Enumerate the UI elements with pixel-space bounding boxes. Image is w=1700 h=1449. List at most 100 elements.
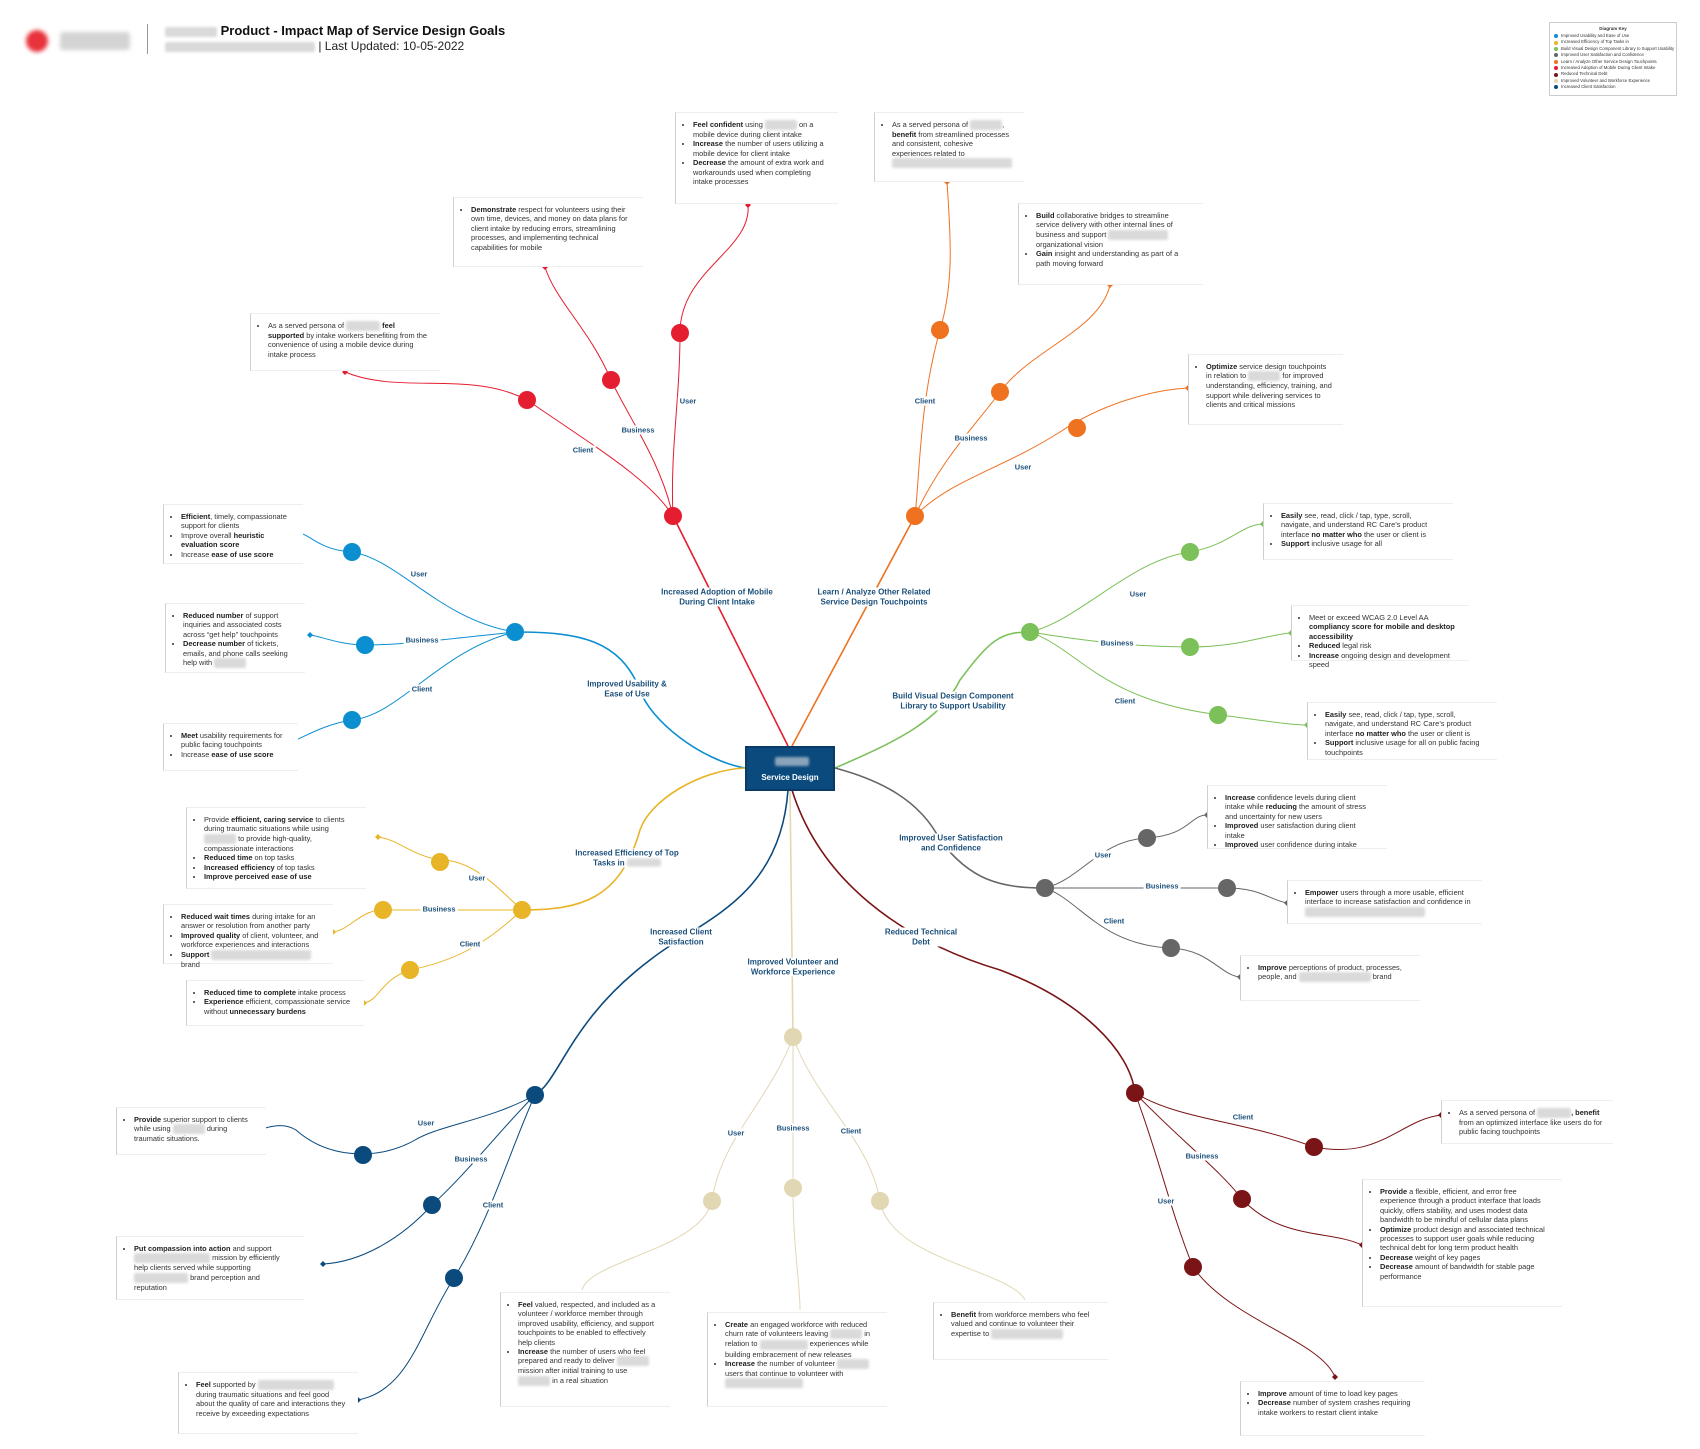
sub-line-library-user [1029,523,1264,633]
node-usability[interactable] [506,623,524,641]
sub-label-library-user: User [1127,589,1149,599]
sub-label-satisfaction-client: Client [1101,916,1127,926]
legend-label: Learn / Analyze Other Service Design Tou… [1561,58,1657,64]
legend-label: Build Visual Design Component Library to… [1561,45,1675,51]
node-learn-client[interactable] [931,321,949,339]
goal-box-clientsat-client: Feel supported by during traumatic situa… [178,1372,358,1434]
sub-label-mobile-user: User [677,396,699,406]
sub-line-efficiency-user [377,836,523,911]
sub-line-satisfaction-user [1044,814,1208,889]
node-satisfaction-user[interactable] [1138,829,1156,847]
tip-usability-business [307,632,313,638]
page-title: Product - Impact Map of Service Design G… [165,23,505,38]
legend-label: Increased Adoption of Mobile During Clie… [1561,65,1656,71]
node-efficiency[interactable] [513,901,531,919]
node-efficiency-business[interactable] [374,901,392,919]
node-learn-user[interactable] [1068,419,1086,437]
goal-box-usability-client: Meet usability requirements for public f… [163,723,298,771]
node-library-client[interactable] [1209,706,1227,724]
diagram-key-item: Increased Efficiency of Top Tasks in [1554,39,1672,45]
node-library-user[interactable] [1181,543,1199,561]
node-usability-client[interactable] [343,711,361,729]
sub-label-techdebt-client: Client [1230,1112,1256,1122]
goal-box-satisfaction-business: Empower users through a more usable, eff… [1287,880,1482,924]
sub-label-volunteer-client: Client [838,1126,864,1136]
node-satisfaction-client[interactable] [1162,939,1180,957]
company-name-redacted [60,32,130,50]
diagram-key-title: Diagram Key [1599,26,1627,31]
goal-box-satisfaction-user: Increase confidence levels during client… [1207,785,1387,849]
node-volunteer[interactable] [784,1028,802,1046]
company-logo [26,30,48,52]
sub-label-usability-client: Client [409,684,435,694]
goal-box-techdebt-business: Provide a flexible, efficient, and error… [1362,1179,1562,1307]
sub-line-volunteer-user [581,1036,794,1291]
diagram-key: Diagram Key Improved Usability and Ease … [1549,22,1677,96]
goal-box-library-client: Easily see, read, click / tap, type, scr… [1307,702,1497,760]
node-client-satisfaction[interactable] [526,1086,544,1104]
node-techdebt[interactable] [1126,1084,1144,1102]
legend-label: Increased Client Satisfaction [1561,84,1616,90]
tip-clientsat-business [320,1261,326,1267]
sub-label-clientsat-user: User [415,1118,437,1128]
legend-color-dot [1554,79,1558,84]
node-techdebt-business[interactable] [1233,1190,1251,1208]
legend-color-dot [1554,59,1558,64]
legend-label: Improved User Satisfaction and Confidenc… [1561,52,1644,58]
legend-color-dot [1554,40,1558,45]
sub-label-mobile-client: Client [570,445,596,455]
legend-color-dot [1554,85,1558,90]
sub-label-volunteer-business: Business [774,1123,812,1133]
diagram-key-item: Improved User Satisfaction and Confidenc… [1554,52,1672,58]
node-mobile-client[interactable] [518,391,536,409]
sub-label-usability-user: User [408,569,430,579]
goal-box-usability-user: Efficient, timely, compassionate support… [163,504,303,564]
sub-line-library-client [1029,631,1308,726]
goal-box-library-business: Meet or exceed WCAG 2.0 Level AA complia… [1291,605,1469,669]
diagram-key-item: Increased Adoption of Mobile During Clie… [1554,65,1672,71]
node-library[interactable] [1021,623,1039,641]
node-volunteer-client[interactable] [871,1192,889,1210]
sub-line-volunteer-client [792,1036,1026,1301]
node-mobile-business[interactable] [602,371,620,389]
node-learn[interactable] [906,507,924,525]
node-efficiency-user[interactable] [431,853,449,871]
node-techdebt-client[interactable] [1305,1138,1323,1156]
node-satisfaction-business[interactable] [1218,879,1236,897]
sub-line-volunteer-business [792,1037,801,1311]
node-mobile[interactable] [664,507,682,525]
branch-line-satisfaction [834,767,1046,889]
sub-label-usability-business: Business [403,635,441,645]
node-mobile-user[interactable] [671,324,689,342]
sub-line-mobile-user [671,204,749,517]
sub-label-volunteer-user: User [725,1128,747,1138]
node-clientsat-client[interactable] [445,1269,463,1287]
node-satisfaction[interactable] [1036,879,1054,897]
center-node-service-design[interactable]: Service Design [745,746,835,791]
node-volunteer-user[interactable] [703,1192,721,1210]
goal-box-library-user: Easily see, read, click / tap, type, scr… [1263,503,1453,560]
node-usability-business[interactable] [356,636,374,654]
sub-label-library-business: Business [1098,638,1136,648]
node-usability-user[interactable] [343,543,361,561]
node-clientsat-business[interactable] [423,1196,441,1214]
goal-box-efficiency-business: Reduced wait times during intake for an … [163,904,333,969]
node-techdebt-user[interactable] [1184,1258,1202,1276]
sub-line-clientsat-user [249,1094,536,1155]
diagram-key-item: Reduced Technical Debt [1554,71,1672,77]
diagram-key-item: Learn / Analyze Other Service Design Tou… [1554,59,1672,65]
node-volunteer-business[interactable] [784,1179,802,1197]
node-clientsat-user[interactable] [354,1146,372,1164]
sub-line-satisfaction-client [1044,887,1241,978]
legend-color-dot [1554,34,1558,39]
branch-line-library [834,631,1031,769]
branch-label-client-satisfaction: Increased Client Satisfaction [639,927,723,947]
sub-line-usability-user [299,532,516,633]
branch-line-mobile [672,515,789,747]
legend-label: Improved Volunteer and Workforce Experie… [1561,77,1651,83]
sub-label-efficiency-business: Business [420,904,458,914]
node-efficiency-client[interactable] [401,961,419,979]
node-library-business[interactable] [1181,638,1199,656]
sub-line-mobile-client [344,371,674,517]
node-learn-business[interactable] [991,383,1009,401]
